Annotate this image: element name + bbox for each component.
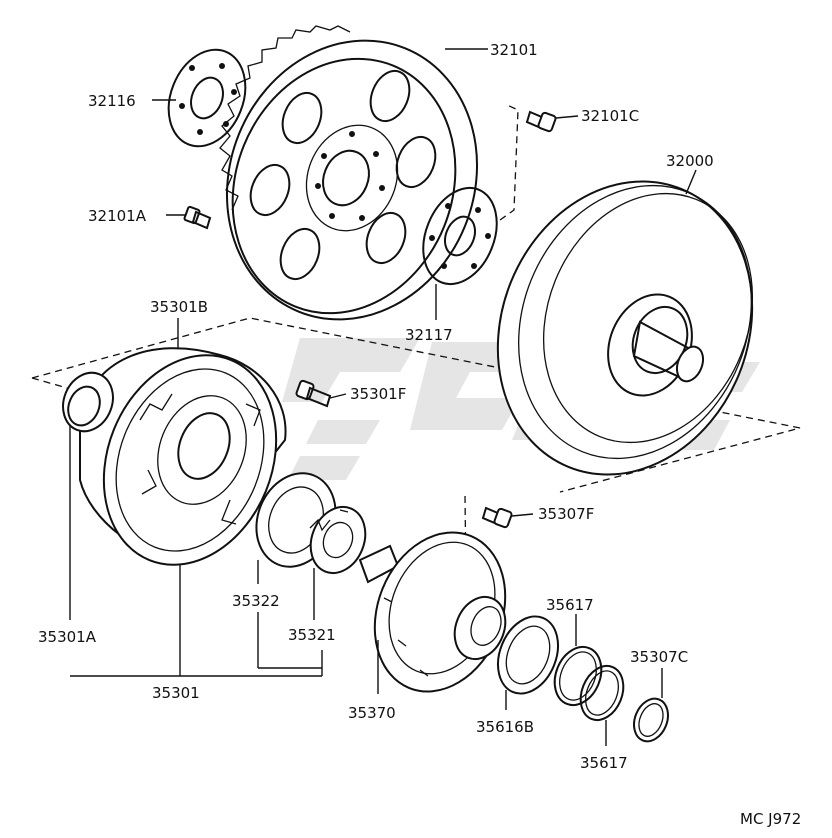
label-32116: 32116 xyxy=(88,92,136,110)
label-35307f: 35307F xyxy=(538,505,594,523)
label-35301a: 35301A xyxy=(38,628,97,646)
bolt-32101c xyxy=(525,110,557,133)
torque-converter xyxy=(496,180,754,476)
label-32101: 32101 xyxy=(490,41,538,59)
seal-ring-lower xyxy=(579,664,625,722)
label-35617-lower: 35617 xyxy=(580,754,628,772)
part-labels: 32101 32101C 32116 32101A 32117 32000 35… xyxy=(38,41,801,828)
label-35322: 35322 xyxy=(232,592,280,610)
seal-ring-upper xyxy=(553,645,603,707)
pump-seal xyxy=(62,371,114,433)
leader-lines xyxy=(69,48,697,746)
label-35370: 35370 xyxy=(348,704,396,722)
label-32000: 32000 xyxy=(666,152,714,170)
pump-body xyxy=(79,347,287,566)
diagram-code: MC J972 xyxy=(740,810,801,828)
label-35301b: 35301B xyxy=(150,298,208,316)
thrust-washer xyxy=(497,615,559,695)
label-35301: 35301 xyxy=(152,684,200,702)
o-ring xyxy=(633,697,669,743)
label-35321: 35321 xyxy=(288,626,336,644)
label-35617-upper: 35617 xyxy=(546,596,594,614)
label-35301f: 35301F xyxy=(350,385,406,403)
label-32101a: 32101A xyxy=(88,207,147,225)
bolt-32101a xyxy=(183,205,212,230)
label-32101c: 32101C xyxy=(581,107,639,125)
label-35616b: 35616B xyxy=(476,718,534,736)
stator-support xyxy=(358,531,507,693)
drive-gear xyxy=(309,506,367,574)
label-35307c: 35307C xyxy=(630,648,688,666)
bolt-35307f xyxy=(481,506,513,529)
spacer-rear xyxy=(422,186,498,286)
flywheel xyxy=(219,25,478,321)
spacer-front xyxy=(167,48,247,148)
label-32117: 32117 xyxy=(405,326,453,344)
bolt-35301f xyxy=(295,379,332,408)
